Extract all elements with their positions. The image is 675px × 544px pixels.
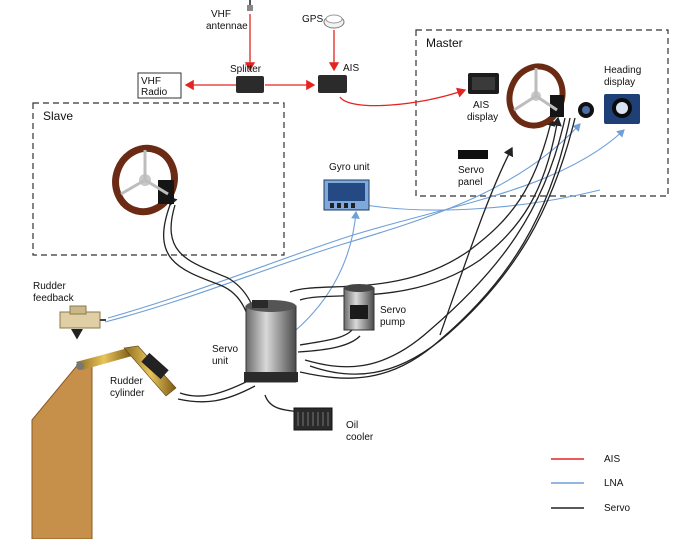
legend-lna-label: LNA <box>604 478 624 489</box>
rudder-cylinder-label-2: cylinder <box>110 388 145 399</box>
ais-lines <box>184 14 467 107</box>
servo-panel-label: Servo <box>458 165 485 176</box>
ais-display-icon <box>468 73 499 94</box>
rudder-cylinder-label: Rudder <box>110 376 143 387</box>
vhf-radio-label: VHF <box>141 76 161 87</box>
oil-cooler-label: Oil <box>346 420 358 431</box>
legend: AIS LNA Servo <box>551 454 631 514</box>
rudder-feedback-label: Rudder <box>33 281 66 292</box>
slave-box <box>32 102 285 256</box>
gyro-unit-label: Gyro unit <box>329 162 370 173</box>
vhf-radio-box <box>137 72 182 99</box>
oil-cooler-icon <box>293 407 333 431</box>
lna-lines <box>104 123 625 331</box>
control-dial-icon <box>578 102 594 118</box>
splitter-box <box>236 76 264 93</box>
heading-display-icon <box>604 94 640 124</box>
master-box <box>415 29 669 197</box>
servo-pump-label: Servo <box>380 305 407 316</box>
splitter-label: Splitter <box>230 64 262 75</box>
slave-title: Slave <box>43 109 73 123</box>
rudder-tiller <box>76 348 132 370</box>
ais-display-label-2: display <box>467 112 498 123</box>
gps-label: GPS <box>302 14 323 25</box>
gps-icon <box>323 14 345 29</box>
servo-unit-label-2: unit <box>212 356 228 367</box>
ais-display-label: AIS <box>473 100 489 111</box>
rudder-blade <box>31 361 93 540</box>
slave-steering-wheel-icon <box>112 144 178 216</box>
oil-cooler-label-2: cooler <box>346 432 374 443</box>
legend-servo-label: Servo <box>604 503 631 514</box>
vhf-antenna <box>247 0 253 11</box>
servo-unit-label: Servo <box>212 344 239 355</box>
legend-ais-label: AIS <box>604 454 620 465</box>
vhf-antenna-label-2: antennae <box>206 21 248 32</box>
servo-panel-box <box>458 150 488 159</box>
vhf-antenna-label: VHF <box>211 9 231 20</box>
servo-pump-label-2: pump <box>380 317 405 328</box>
vhf-radio-label-2: Radio <box>141 87 168 98</box>
heading-display-label-2: display <box>604 77 635 88</box>
servo-pump-icon <box>343 284 375 331</box>
master-steering-wheel-icon <box>506 63 566 129</box>
master-title: Master <box>426 36 463 50</box>
servo-unit-icon <box>244 300 298 383</box>
ais-unit-label: AIS <box>343 63 359 74</box>
ais-unit-box <box>318 75 347 93</box>
rudder-feedback-icon <box>59 305 106 340</box>
heading-display-label: Heading <box>604 65 641 76</box>
rudder-cylinder-icon <box>123 345 177 397</box>
servo-panel-label-2: panel <box>458 177 482 188</box>
rudder-feedback-label-2: feedback <box>33 293 75 304</box>
gyro-unit-icon <box>323 179 370 211</box>
